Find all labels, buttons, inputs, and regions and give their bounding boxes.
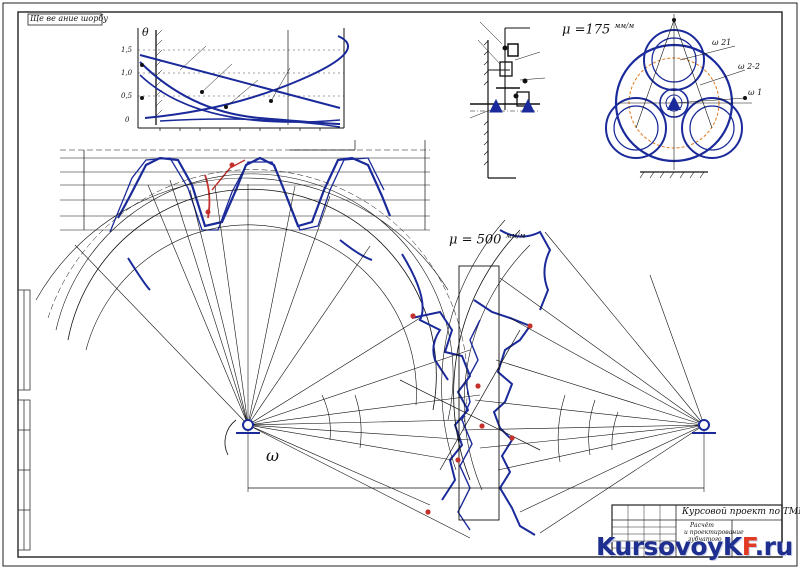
planetary-label-omega-2-2: ω 2-2 [738,62,760,71]
title-block-title: Курсовой проект по ТММ [682,507,800,517]
pivot-wheel-2 [692,419,716,434]
scale-planetary: μ =175 мм/м [562,22,634,37]
graph-y-tick-1: 1,5 [121,46,133,54]
pivot-wheel-1 [224,419,260,456]
title-block-subtitle-2: и проектирование [684,529,744,536]
graph-y-tick-2: 1,0 [121,69,133,77]
scale-gear: μ = 500 мм/м [449,232,525,247]
kinematic-scheme [469,21,546,179]
top-left-stamp: Ще ве ание шорбу [30,14,108,23]
watermark-prefix: KursovoyK [596,532,742,561]
graph-y-tick-4: 0 [125,116,130,124]
planetary-label-omega-1: ω 1 [748,88,763,97]
omega-label: ω [266,446,280,465]
graph-axis-theta: θ [142,26,149,39]
scale-gear-unit: мм/м [505,232,526,240]
graph-y-tick-3: 0,5 [121,92,133,100]
scale-planetary-unit: мм/м [614,22,635,30]
sliding-coefficient-graph [137,28,350,131]
watermark: KursovoyKF.ru [596,532,800,568]
title-block-subtitle-1: Расчёт [690,522,714,529]
watermark-accent: F [741,532,755,561]
title-block-subtitle-3: зубчатого [688,536,722,543]
rack-profile [60,140,430,233]
title-block [611,504,783,558]
planetary-velocity-diagram [605,14,752,179]
left-side-stamps [17,289,31,551]
inner-frame [17,11,783,558]
top-left-stamp-box [27,13,103,26]
watermark-suffix: .ru [754,532,794,561]
scale-gear-value: μ = 500 [449,232,502,248]
gear-mesh-diagram [35,169,716,539]
scale-planetary-value: μ =175 [562,22,611,38]
planetary-label-omega-21: ω 21 [712,38,732,47]
